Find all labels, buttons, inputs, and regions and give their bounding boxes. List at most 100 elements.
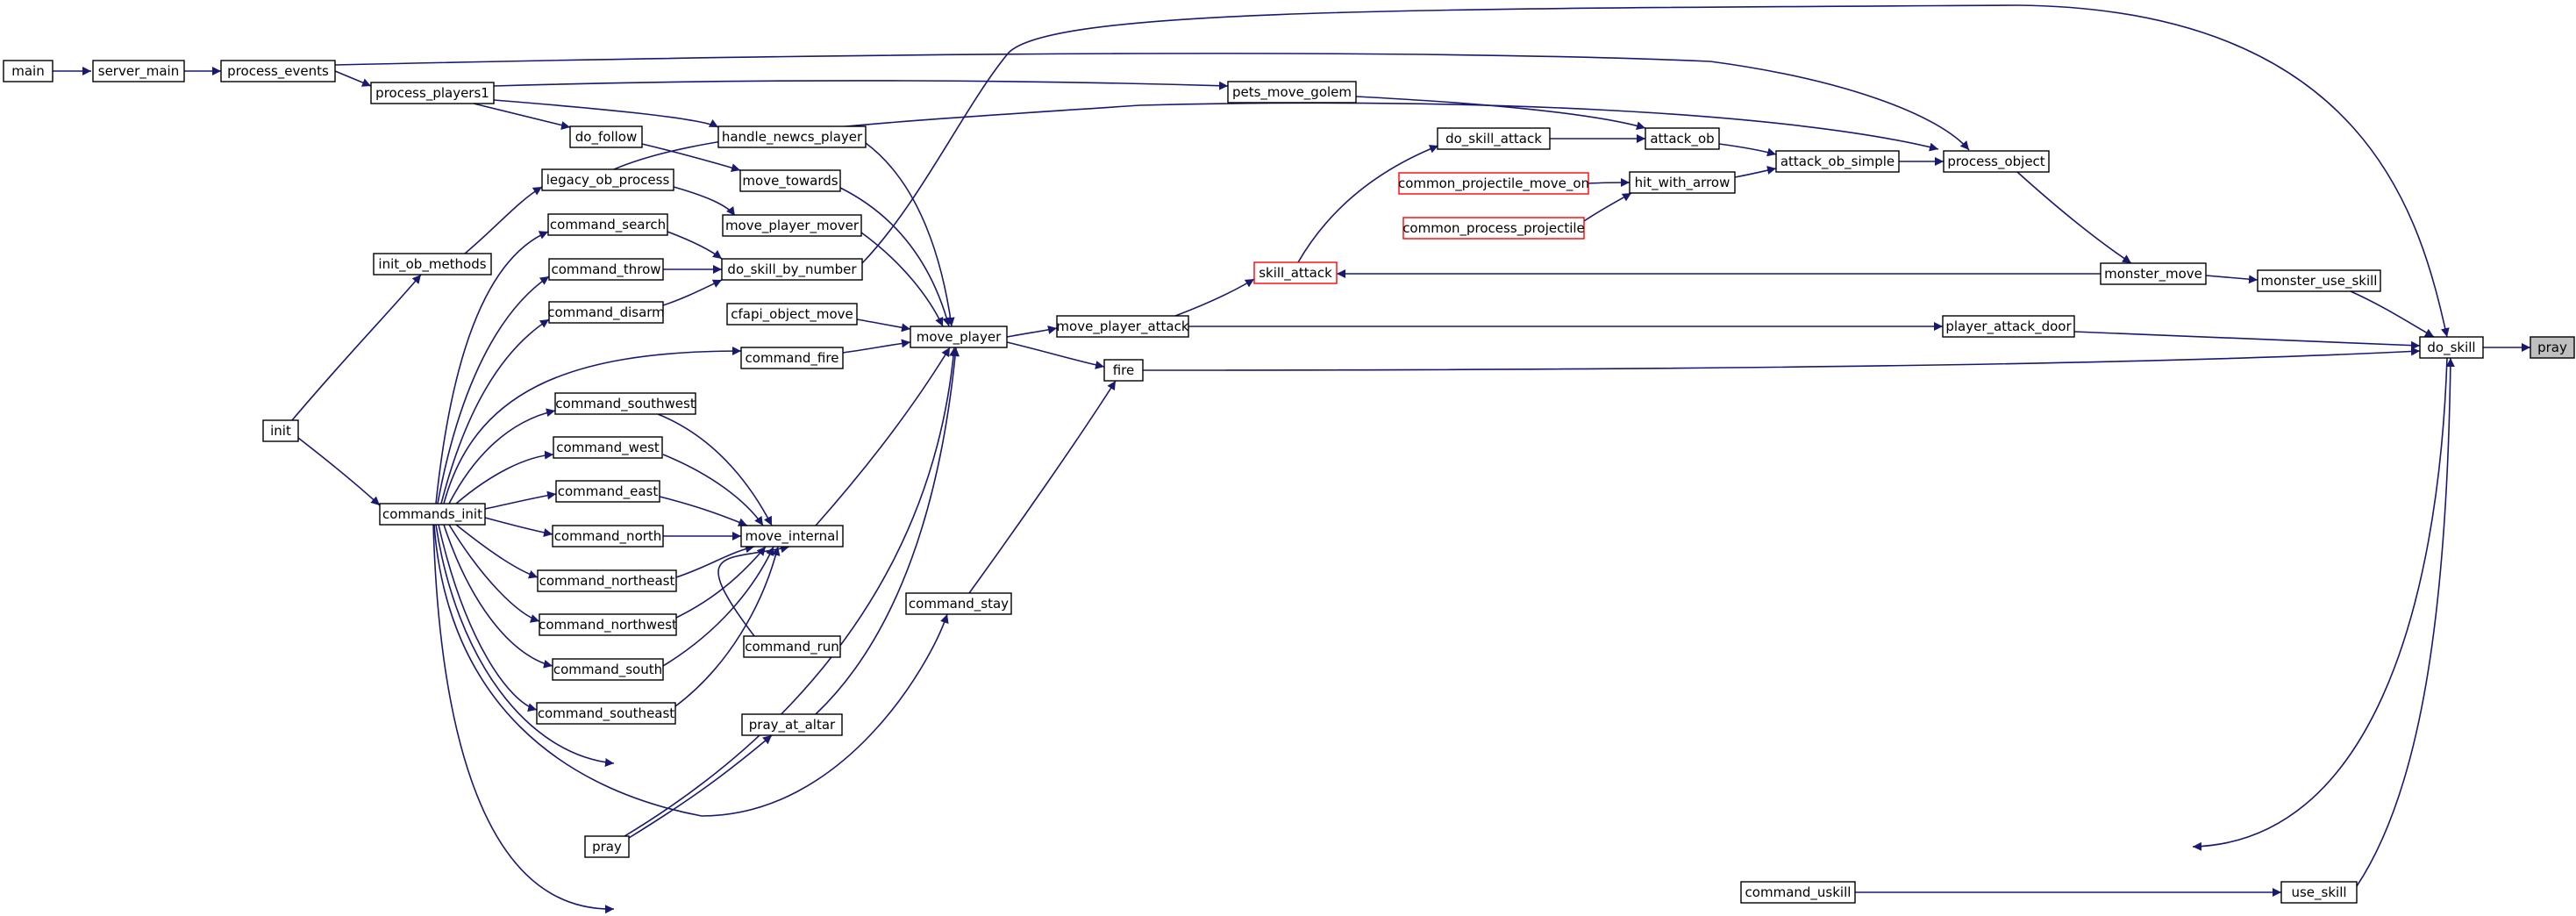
node-box[interactable] bbox=[3, 60, 54, 82]
node-box[interactable] bbox=[373, 253, 492, 276]
node-box[interactable] bbox=[554, 392, 696, 415]
node-box[interactable] bbox=[548, 258, 664, 281]
node-command-northwest[interactable]: command_northwest bbox=[539, 613, 677, 636]
node-process-players1[interactable]: process_players1 bbox=[370, 82, 495, 104]
node-box[interactable] bbox=[1775, 150, 1900, 173]
node-hit-with-arrow[interactable]: hit_with_arrow bbox=[1629, 171, 1736, 194]
node-box[interactable] bbox=[379, 503, 486, 526]
node-monster-use-skill[interactable]: monster_use_skill bbox=[2257, 269, 2381, 292]
node-box[interactable] bbox=[1740, 881, 1856, 904]
node-box[interactable] bbox=[1103, 359, 1144, 382]
node-command-run[interactable]: command_run bbox=[743, 635, 841, 658]
node-command-fire[interactable]: command_fire bbox=[740, 347, 844, 369]
node-command-south[interactable]: command_south bbox=[552, 658, 664, 681]
node-commands-init[interactable]: commands_init bbox=[379, 503, 486, 526]
node-box[interactable] bbox=[722, 214, 862, 237]
node-box[interactable] bbox=[739, 169, 841, 192]
node-box[interactable] bbox=[553, 436, 663, 459]
node-do-follow[interactable]: do_follow bbox=[569, 125, 643, 148]
node-box[interactable] bbox=[2280, 881, 2358, 904]
node-box[interactable] bbox=[2419, 336, 2484, 359]
node-box[interactable] bbox=[548, 301, 664, 324]
node-move-player[interactable]: move_player bbox=[910, 326, 1008, 348]
node-box[interactable] bbox=[547, 213, 668, 236]
node-box[interactable] bbox=[569, 125, 643, 148]
node-box[interactable] bbox=[717, 125, 867, 148]
node-process-object[interactable]: process_object bbox=[1943, 150, 2050, 173]
node-init-ob-methods[interactable]: init_ob_methods bbox=[373, 253, 492, 276]
node-box[interactable] bbox=[584, 835, 630, 858]
node-box[interactable] bbox=[2257, 269, 2381, 292]
node-box[interactable] bbox=[541, 168, 674, 191]
node-command-north[interactable]: command_north bbox=[552, 525, 664, 547]
node-monster-move[interactable]: monster_move bbox=[2100, 262, 2207, 285]
node-attack-ob[interactable]: attack_ob bbox=[1645, 127, 1720, 150]
node-box[interactable] bbox=[1253, 261, 1338, 284]
node-box[interactable] bbox=[910, 326, 1008, 348]
node-box[interactable] bbox=[1398, 172, 1589, 195]
node-command-northeast[interactable]: command_northeast bbox=[537, 569, 677, 592]
node-process-events[interactable]: process_events bbox=[220, 60, 336, 82]
node-box[interactable] bbox=[741, 713, 843, 736]
node-command-search[interactable]: command_search bbox=[547, 213, 668, 236]
node-box[interactable] bbox=[743, 635, 841, 658]
node-command-east[interactable]: command_east bbox=[555, 480, 660, 503]
node-init[interactable]: init bbox=[262, 419, 299, 442]
node-fire[interactable]: fire bbox=[1103, 359, 1144, 382]
node-command-stay[interactable]: command_stay bbox=[905, 592, 1012, 615]
node-pray-at-altar[interactable]: pray_at_altar bbox=[741, 713, 843, 736]
node-box[interactable] bbox=[721, 258, 863, 281]
node-box[interactable] bbox=[740, 347, 844, 369]
node-box[interactable] bbox=[1437, 127, 1551, 150]
node-box[interactable] bbox=[92, 60, 185, 82]
node-box[interactable] bbox=[2530, 336, 2575, 359]
node-cfapi-object-move[interactable]: cfapi_object_move bbox=[726, 303, 858, 326]
node-move-player-mover[interactable]: move_player_mover bbox=[722, 214, 862, 237]
node-box[interactable] bbox=[1056, 315, 1189, 338]
node-server-main[interactable]: server_main bbox=[92, 60, 185, 82]
node-box[interactable] bbox=[552, 658, 664, 681]
node-common-process-projectile[interactable]: common_process_projectile bbox=[1402, 217, 1585, 240]
node-box[interactable] bbox=[539, 613, 677, 636]
node-box[interactable] bbox=[905, 592, 1012, 615]
node-command-west[interactable]: command_west bbox=[553, 436, 663, 459]
node-box[interactable] bbox=[1942, 315, 2075, 338]
node-common-projectile-move-on[interactable]: common_projectile_move_on bbox=[1398, 172, 1589, 195]
node-box[interactable] bbox=[555, 480, 660, 503]
node-do-skill-attack[interactable]: do_skill_attack bbox=[1437, 127, 1551, 150]
node-do-skill[interactable]: do_skill bbox=[2419, 336, 2484, 359]
node-box[interactable] bbox=[370, 82, 495, 104]
node-pets-move-golem[interactable]: pets_move_golem bbox=[1227, 81, 1357, 104]
node-box[interactable] bbox=[1943, 150, 2050, 173]
node-box[interactable] bbox=[726, 303, 858, 326]
node-box[interactable] bbox=[740, 525, 844, 547]
node-player-attack-door[interactable]: player_attack_door bbox=[1942, 315, 2075, 338]
node-box[interactable] bbox=[1402, 217, 1585, 240]
node-use-skill[interactable]: use_skill bbox=[2280, 881, 2358, 904]
node-box[interactable] bbox=[1629, 171, 1736, 194]
node-box[interactable] bbox=[536, 702, 676, 725]
node-box[interactable] bbox=[552, 525, 664, 547]
node-move-player-attack[interactable]: move_player_attack bbox=[1056, 315, 1189, 338]
node-move-towards[interactable]: move_towards bbox=[739, 169, 841, 192]
node-legacy-ob-process[interactable]: legacy_ob_process bbox=[541, 168, 674, 191]
node-command-southwest[interactable]: command_southwest bbox=[554, 392, 696, 415]
node-box[interactable] bbox=[220, 60, 336, 82]
node-skill-attack[interactable]: skill_attack bbox=[1253, 261, 1338, 284]
node-main[interactable]: main bbox=[3, 60, 54, 82]
node-command-throw[interactable]: command_throw bbox=[548, 258, 664, 281]
node-do-skill-by-number[interactable]: do_skill_by_number bbox=[721, 258, 863, 281]
node-handle-newcs-player[interactable]: handle_newcs_player bbox=[717, 125, 867, 148]
node-box[interactable] bbox=[2100, 262, 2207, 285]
node-command-uskill[interactable]: command_uskill bbox=[1740, 881, 1856, 904]
node-attack-ob-simple[interactable]: attack_ob_simple bbox=[1775, 150, 1900, 173]
node-box[interactable] bbox=[262, 419, 299, 442]
node-move-internal[interactable]: move_internal bbox=[740, 525, 844, 547]
node-command-disarm[interactable]: command_disarm bbox=[547, 301, 665, 324]
node-box[interactable] bbox=[537, 569, 677, 592]
node-box[interactable] bbox=[1645, 127, 1720, 150]
node-command-southeast[interactable]: command_southeast bbox=[536, 702, 676, 725]
node-box[interactable] bbox=[1227, 81, 1357, 104]
node-pray[interactable]: pray bbox=[2530, 336, 2575, 359]
node-pray-left[interactable]: pray bbox=[584, 835, 630, 858]
